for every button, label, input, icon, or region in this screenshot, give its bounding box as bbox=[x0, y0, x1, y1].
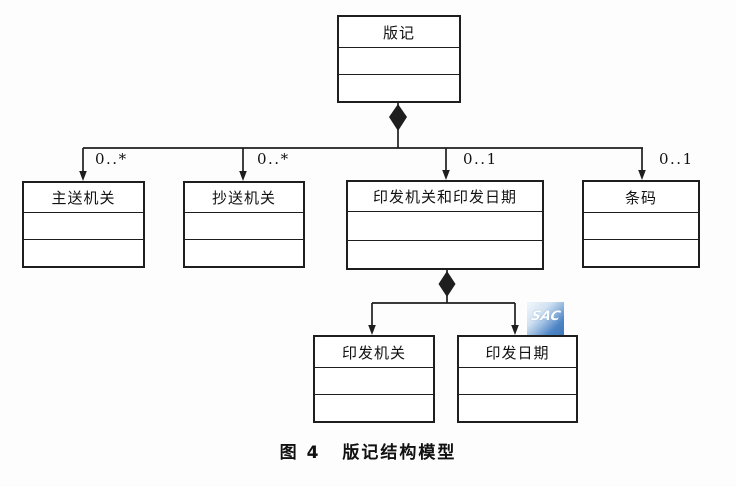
class-title: 版记 bbox=[339, 17, 459, 48]
multiplicity-label-tiaoma: 0..1 bbox=[659, 150, 694, 168]
class-box-banji: 版记 bbox=[337, 15, 461, 103]
class-attributes-compartment bbox=[584, 213, 698, 240]
multiplicity-label-chaosong: 0..* bbox=[257, 150, 290, 168]
class-box-yinfa-jiguan-he-riqi: 印发机关和印发日期 bbox=[346, 180, 544, 270]
class-operations-compartment bbox=[459, 395, 576, 421]
figure-caption-title: 版记结构模型 bbox=[342, 443, 457, 463]
class-title: 主送机关 bbox=[24, 183, 143, 213]
class-attributes-compartment bbox=[348, 212, 542, 241]
multiplicity-label-yinfa: 0..1 bbox=[463, 150, 498, 168]
figure-caption-number: 图 4 bbox=[279, 443, 321, 463]
class-attributes-compartment bbox=[24, 213, 143, 240]
sac-watermark-logo: SAC bbox=[527, 302, 564, 335]
class-box-chaosong-jiguan: 抄送机关 bbox=[183, 181, 305, 268]
class-title: 抄送机关 bbox=[185, 183, 303, 213]
arrowheads-level2 bbox=[368, 325, 519, 335]
class-attributes-compartment bbox=[185, 213, 303, 240]
sac-watermark-text: SAC bbox=[530, 309, 562, 324]
class-box-yinfa-jiguan: 印发机关 bbox=[313, 335, 435, 423]
class-attributes-compartment bbox=[315, 368, 433, 395]
composition-diamond-bottom bbox=[438, 271, 456, 297]
class-box-yinfa-riqi: 印发日期 bbox=[457, 335, 578, 423]
class-operations-compartment bbox=[584, 240, 698, 266]
class-operations-compartment bbox=[339, 75, 459, 101]
class-box-tiaoma: 条码 bbox=[582, 180, 700, 268]
multiplicity-label-zhusong: 0..* bbox=[95, 150, 128, 168]
class-operations-compartment bbox=[24, 240, 143, 266]
composition-link-bottom bbox=[371, 270, 516, 332]
class-title: 印发机关和印发日期 bbox=[348, 182, 542, 212]
composition-link-top bbox=[82, 103, 643, 178]
class-title: 印发机关 bbox=[315, 337, 433, 368]
composition-diamond-top bbox=[389, 104, 407, 131]
class-operations-compartment bbox=[185, 240, 303, 266]
class-box-zhusong-jiguan: 主送机关 bbox=[22, 181, 145, 268]
class-attributes-compartment bbox=[339, 48, 459, 75]
figure-caption: 图 4 版记结构模型 bbox=[0, 438, 736, 463]
class-operations-compartment bbox=[315, 395, 433, 421]
class-operations-compartment bbox=[348, 241, 542, 269]
class-title: 条码 bbox=[584, 182, 698, 213]
class-attributes-compartment bbox=[459, 368, 576, 395]
class-title: 印发日期 bbox=[459, 337, 576, 368]
